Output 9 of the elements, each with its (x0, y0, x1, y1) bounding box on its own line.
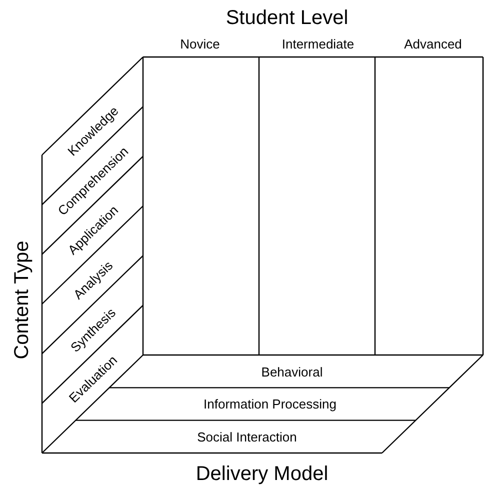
axis-title: Content Type (12, 240, 32, 360)
floor-label: Social Interaction (197, 430, 297, 444)
axis-title: Student Level (226, 8, 348, 28)
column-header: Novice (180, 38, 220, 50)
floor-label: Information Processing (204, 398, 336, 410)
floor-label: Behavioral (261, 366, 323, 378)
axis-title: Delivery Model (196, 464, 328, 484)
column-header: Intermediate (282, 38, 354, 50)
column-header: Advanced (404, 38, 462, 50)
